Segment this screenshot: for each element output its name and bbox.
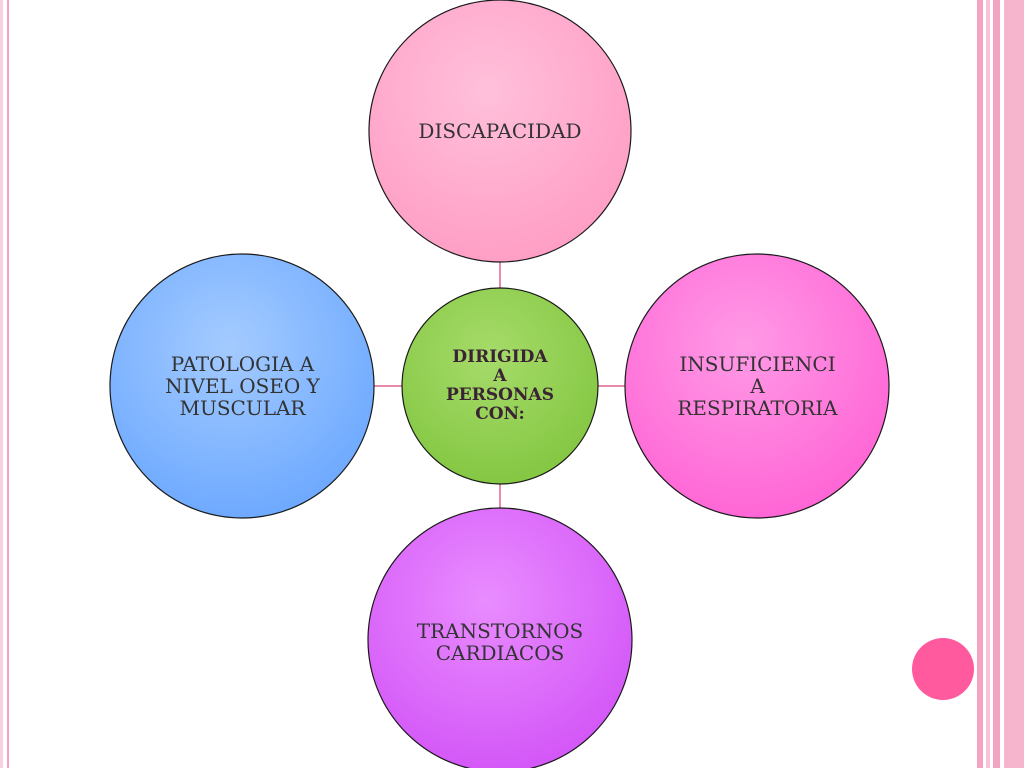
- node-text-left: PATOLOGIA A NIVEL OSEO Y MUSCULAR: [165, 352, 320, 420]
- node-label-top: DISCAPACIDAD: [380, 100, 620, 162]
- node-label-right: INSUFICIENCI A RESPIRATORIA: [645, 340, 870, 432]
- center-text: DIRIGIDA A PERSONAS CON:: [446, 347, 554, 424]
- node-label-left: PATOLOGIA A NIVEL OSEO Y MUSCULAR: [125, 340, 360, 432]
- node-text-right: INSUFICIENCI A RESPIRATORIA: [677, 352, 838, 420]
- right-border-stripe-1: [977, 0, 983, 768]
- node-circle-top: [368, 0, 632, 263]
- node-text-top: DISCAPACIDAD: [418, 119, 582, 143]
- center-label: DIRIGIDA A PERSONAS CON:: [420, 336, 580, 436]
- left-border-stripe: [0, 0, 3, 768]
- right-border-stripe-3: [993, 0, 1000, 768]
- node-circle-bottom: [367, 507, 633, 768]
- right-border-stripe-2: [986, 0, 990, 768]
- left-border-line: [7, 0, 9, 768]
- node-circle-right: [624, 253, 890, 519]
- node-circle-left: [109, 253, 375, 519]
- right-border-stripe-4: [1004, 0, 1024, 768]
- node-text-bottom: TRANSTORNOS CARDIACOS: [416, 619, 584, 665]
- accent-dot: [912, 638, 974, 700]
- center-circle: [401, 287, 599, 485]
- node-label-bottom: TRANSTORNOS CARDIACOS: [380, 612, 620, 672]
